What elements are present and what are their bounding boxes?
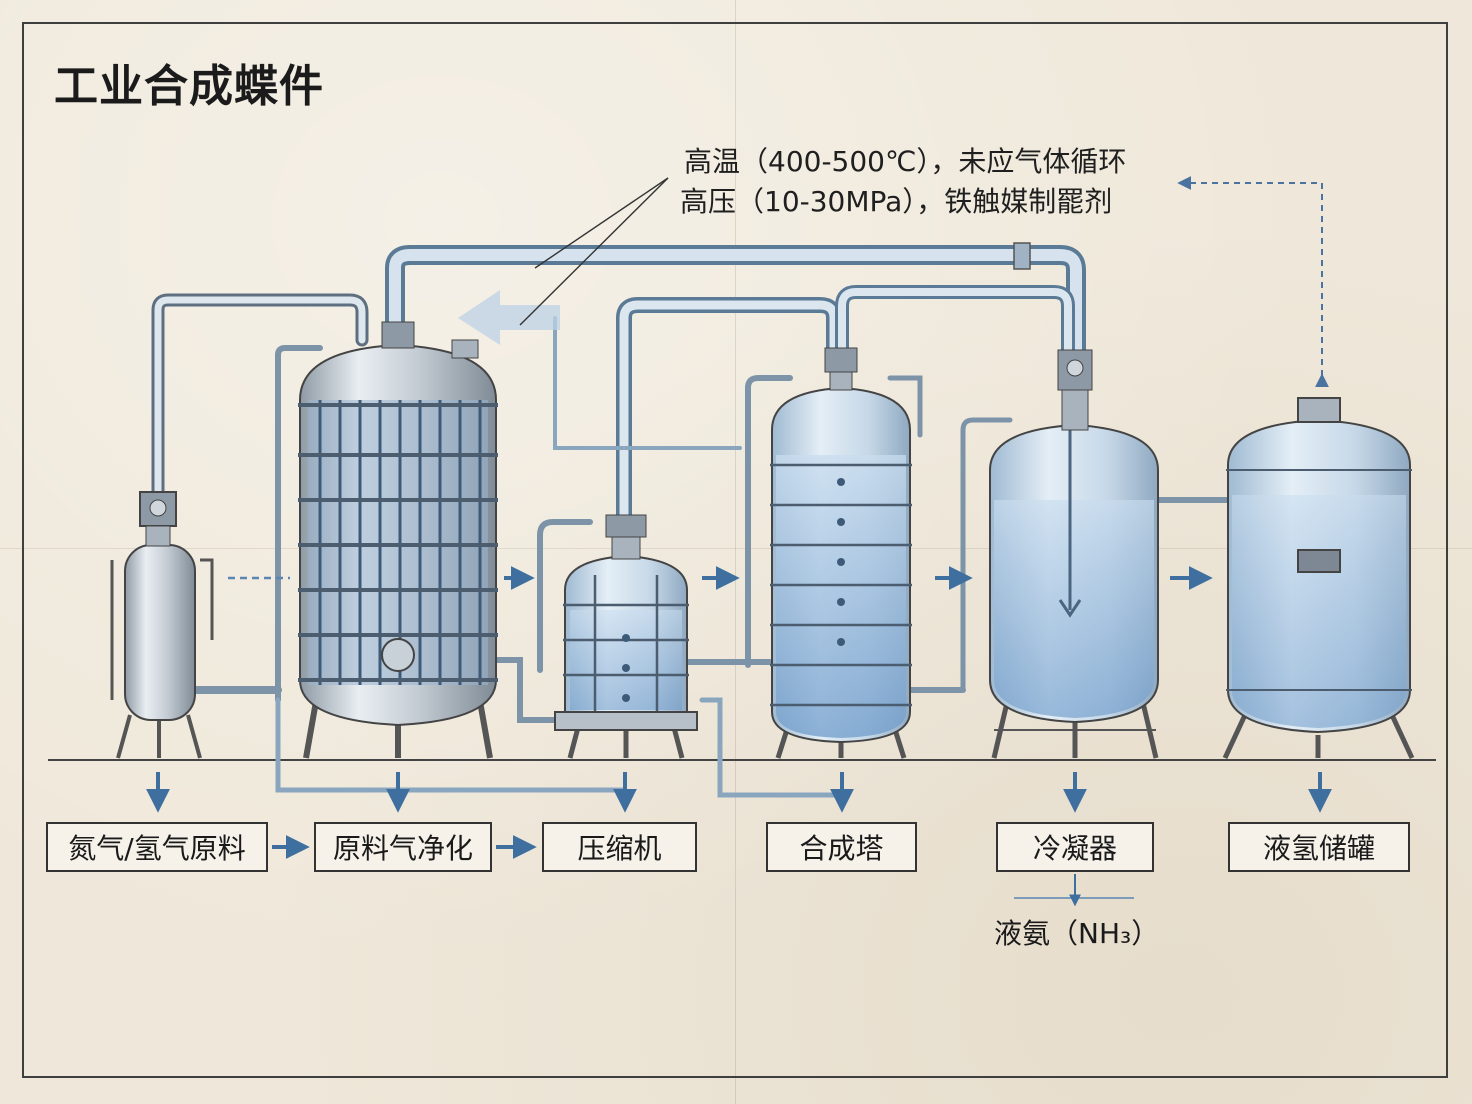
feed-column — [110, 491, 214, 759]
stage-storage: 液氢储罐 — [1228, 822, 1410, 872]
condition-note-line1: 高温（400-500℃），未应气体循环 — [684, 145, 1127, 178]
paper-fold-vertical — [735, 0, 736, 1104]
synthesis-tower — [770, 347, 912, 759]
overhead-piping — [151, 242, 1231, 798]
condition-note-line2: 高压（10-30MPa），铁触媒制罷剂 — [680, 185, 1113, 218]
callout-leader — [519, 177, 669, 326]
stage-synthesis: 合成塔 — [766, 822, 917, 872]
stage-purify: 原料气净化 — [314, 822, 492, 872]
down-arrows — [146, 772, 1332, 813]
paper-fold-horizontal — [0, 548, 1472, 549]
recycle-arrow-icon — [458, 290, 560, 345]
stage-compressor: 压缩机 — [542, 822, 697, 872]
product-connector — [1014, 874, 1134, 907]
page-title: 工业合成蝶件 — [54, 61, 324, 112]
stage-feed: 氮气/氢气原料 — [46, 822, 268, 872]
recycle-dashed-arrow — [1177, 176, 1329, 388]
purifier-vessel — [298, 321, 498, 759]
stage-condenser: 冷凝器 — [996, 822, 1154, 872]
condenser-vessel — [989, 349, 1159, 759]
product-label: 液氨（NH₃） — [994, 917, 1160, 950]
compressor-vessel — [554, 514, 698, 759]
storage-tank — [1222, 397, 1415, 760]
diagram-frame — [22, 22, 1448, 1078]
